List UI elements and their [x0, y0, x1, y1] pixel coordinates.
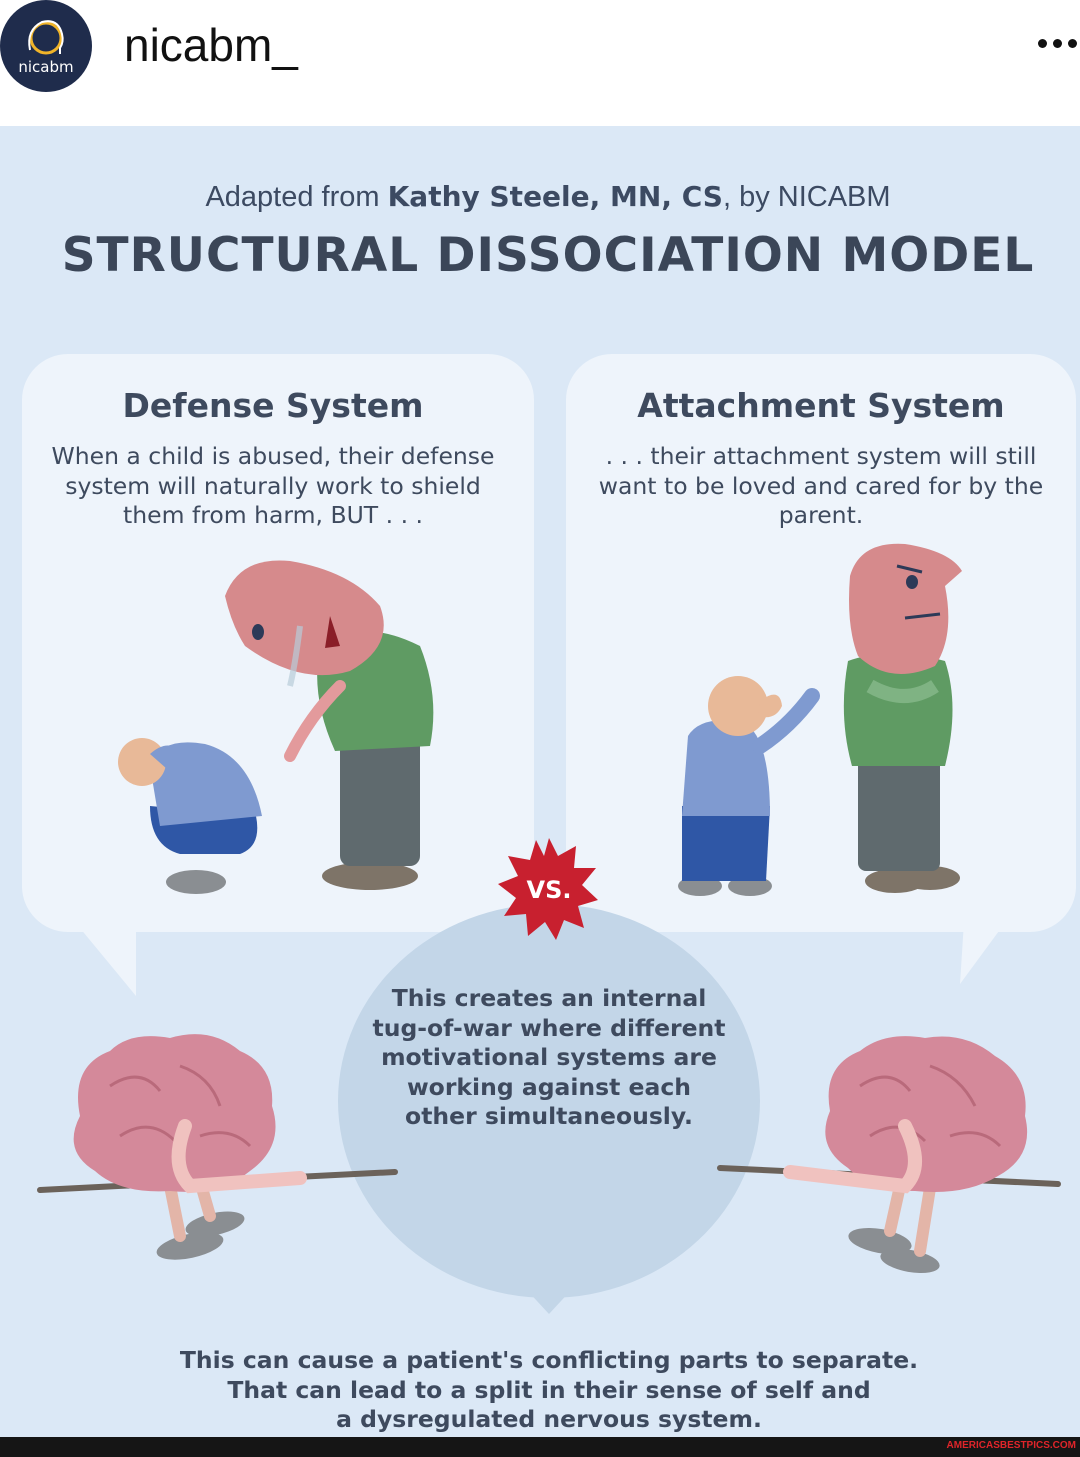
more-options-icon[interactable]	[1032, 22, 1080, 62]
figures-illustration	[118, 543, 962, 896]
footer-bar: AMERICASBESTPICS.COM	[0, 1437, 1080, 1457]
attachment-system-text: . . . their attachment system will still…	[598, 442, 1044, 529]
left-brain-figure	[73, 1034, 307, 1260]
head-logo-icon	[28, 20, 64, 55]
crouching-child-figure	[118, 738, 262, 894]
right-brain-figure	[783, 1036, 1028, 1274]
post-header: nicabm nicabm_	[0, 0, 1080, 127]
defense-system-title: Defense System	[122, 386, 424, 425]
avatar-label: nicabm	[18, 58, 74, 76]
reaching-child-figure	[678, 676, 820, 896]
vs-starburst-badge: VS.	[498, 838, 598, 940]
username[interactable]: nicabm_	[124, 19, 298, 71]
angry-adult-figure	[225, 560, 434, 890]
post-image: Adapted from Kathy Steele, MN, CS, by NI…	[0, 126, 1080, 1437]
stern-adult-figure	[843, 543, 962, 893]
tug-of-war-text: This creates an internal tug-of-war wher…	[372, 984, 726, 1130]
vs-label: VS.	[527, 876, 572, 904]
conclusion-text: This can cause a patient's conflicting p…	[179, 1346, 919, 1433]
down-arrow-icon	[500, 1226, 598, 1314]
brains-tug-of-war-illustration	[37, 1034, 1061, 1274]
profile-avatar[interactable]: nicabm	[0, 0, 92, 92]
attachment-system-title: Attachment System	[637, 386, 1005, 425]
attachment-system-bubble	[566, 354, 1076, 932]
infographic-title: STRUCTURAL DISSOCIATION MODEL	[61, 228, 1035, 283]
watermark: AMERICASBESTPICS.COM	[946, 1440, 1076, 1451]
attribution: Adapted from Kathy Steele, MN, CS, by NI…	[205, 180, 891, 213]
defense-system-text: When a child is abused, their defense sy…	[51, 442, 495, 529]
